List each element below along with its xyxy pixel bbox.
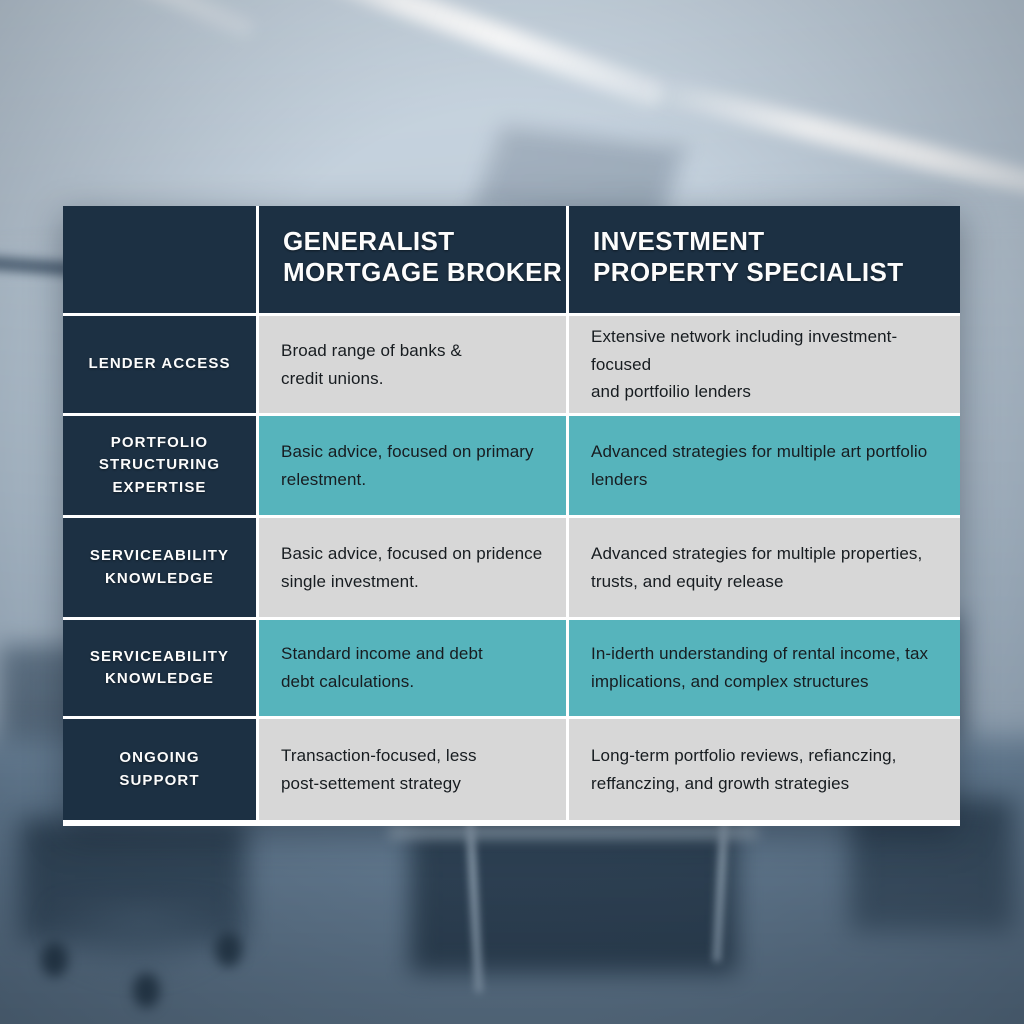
row-label-text: SERVICEABILITY KNOWLEDGE [89, 647, 230, 688]
row-generalist-cell: Basic advice, focused on primary relestm… [256, 416, 566, 515]
row-label-text: PORTFOLIO STRUCTURING EXPERTISE [98, 433, 221, 496]
table-row: SERVICEABILITY KNOWLEDGE Standard income… [63, 617, 960, 716]
row-generalist-text: Basic advice, focused on primary relestm… [281, 441, 534, 489]
row-generalist-cell: Standard income and debt debt calculatio… [256, 620, 566, 716]
row-specialist-cell: Advanced strategies for multiple art por… [566, 416, 960, 515]
comparison-table: GENERALIST MORTGAGE BROKER INVESTMENT PR… [63, 206, 960, 826]
row-label-cell: SERVICEABILITY KNOWLEDGE [63, 518, 256, 617]
row-specialist-text: Advanced strategies for multiple art por… [591, 441, 928, 489]
row-label-cell: PORTFOLIO STRUCTURING EXPERTISE [63, 416, 256, 515]
row-generalist-text: Transaction-focused, less post-settement… [281, 745, 477, 793]
row-specialist-text: Long-term portfolio reviews, refianczing… [591, 745, 897, 793]
row-label-text: SERVICEABILITY KNOWLEDGE [89, 547, 230, 587]
header-cell-generalist: GENERALIST MORTGAGE BROKER [256, 206, 566, 313]
row-generalist-text: Broad range of banks & credit unions. [281, 340, 462, 388]
row-label-cell: ONGOING SUPPORT [63, 719, 256, 820]
row-label-text: LENDER ACCESS [88, 355, 231, 373]
row-generalist-cell: Basic advice, focused on pridence single… [256, 518, 566, 617]
table-row: PORTFOLIO STRUCTURING EXPERTISE Basic ad… [63, 413, 960, 515]
table-row: ONGOING SUPPORT Transaction-focused, les… [63, 716, 960, 820]
chair-caster [215, 931, 242, 967]
table-row: LENDER ACCESS Broad range of banks & cre… [63, 313, 960, 413]
table-header-row: GENERALIST MORTGAGE BROKER INVESTMENT PR… [63, 206, 960, 313]
header-cell-empty [63, 206, 256, 313]
row-specialist-text: In-iderth understanding of rental income… [591, 644, 929, 691]
row-specialist-cell: Advanced strategies for multiple propert… [566, 518, 960, 617]
vent-slat [502, 139, 672, 169]
desk-surface [389, 824, 758, 839]
header-label-generalist: GENERALIST MORTGAGE BROKER [283, 226, 562, 287]
row-specialist-text: Advanced strategies for multiple propert… [591, 543, 923, 591]
row-specialist-cell: Extensive network including investment-f… [566, 316, 960, 413]
row-generalist-cell: Broad range of banks & credit unions. [256, 316, 566, 413]
row-label-cell: SERVICEABILITY KNOWLEDGE [63, 620, 256, 716]
row-label-text: ONGOING SUPPORT [119, 749, 200, 789]
row-specialist-cell: In-iderth understanding of rental income… [566, 620, 960, 716]
header-cell-specialist: INVESTMENT PROPERTY SPECIALIST [566, 206, 960, 313]
header-label-specialist: INVESTMENT PROPERTY SPECIALIST [593, 226, 904, 287]
office-chair-base [40, 901, 236, 984]
row-generalist-cell: Transaction-focused, less post-settement… [256, 719, 566, 820]
table-row: SERVICEABILITY KNOWLEDGE Basic advice, f… [63, 515, 960, 617]
header-label-empty [63, 206, 256, 226]
row-generalist-text: Standard income and debt debt calculatio… [281, 644, 483, 691]
chair-caster [133, 972, 160, 1008]
row-label-cell: LENDER ACCESS [63, 316, 256, 413]
row-specialist-text: Extensive network including investment-f… [591, 327, 898, 402]
chair-caster [40, 942, 68, 977]
row-specialist-cell: Long-term portfolio reviews, refianczing… [566, 719, 960, 820]
vent-slat [494, 163, 664, 193]
row-generalist-text: Basic advice, focused on pridence single… [281, 543, 543, 591]
